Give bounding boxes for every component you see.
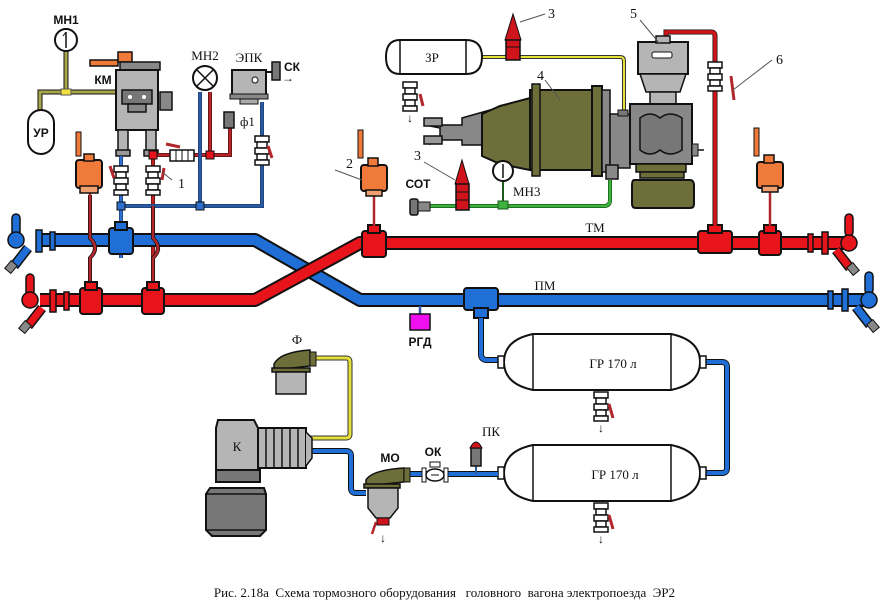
callout-6: 6 [776, 53, 783, 68]
oil-separator-label: МО [380, 451, 399, 465]
air-distributor [629, 35, 704, 209]
callout-4: 4 [537, 69, 544, 84]
safety-valve-label: ПК [482, 424, 500, 439]
tee-red-mid [361, 224, 387, 258]
brake-line-label: ТМ [585, 220, 605, 235]
figure-caption: Рис. 2.18а Схема тормозного оборудования… [0, 585, 889, 601]
filter-f1-label: ф1 [240, 114, 255, 129]
tee-red-left-2 [141, 281, 165, 315]
drain-arrow-icon: ↓ [380, 531, 386, 545]
equalizing-reservoir-label: УР [33, 126, 48, 140]
oil-separator: ↓ МО [363, 451, 411, 545]
emergency-valve-2 [357, 129, 388, 226]
feed-line-hose-coupling-left [4, 213, 56, 275]
tee-blue-left [108, 221, 134, 255]
epk-label: ЭПК [236, 50, 263, 65]
feed-line-hose-coupling-right [827, 271, 880, 334]
pressure-switch: РГД [408, 313, 432, 349]
main-reservoir-2: ГР 170 л [497, 444, 707, 502]
drain-cock-zr: ↓ [402, 81, 425, 125]
safety-valve: ПК [469, 424, 500, 474]
driver-brake-valve-label: КМ [94, 73, 111, 87]
equalizing-line [37, 28, 118, 110]
main-reservoir-1-label: ГР 170 л [589, 356, 637, 371]
cock-km-red [145, 165, 166, 196]
drain-arrow-icon: ↓ [407, 111, 413, 125]
electro-pneumatic-valve: ЭПК СК → [229, 50, 301, 105]
tee-blue-mid [463, 287, 499, 319]
tee-red-right-2 [758, 224, 782, 256]
equalizing-reservoir: УР [27, 109, 55, 155]
feed-line-label: ПМ [535, 278, 556, 293]
main-reservoir-2-label: ГР 170 л [591, 467, 639, 482]
callout-5: 5 [630, 7, 637, 22]
air-filter-label: Ф [292, 332, 302, 347]
gauge-mh1: МН1 [53, 13, 79, 52]
filter-f1: ф1 [223, 111, 255, 129]
tee-red-left-1 [79, 281, 103, 315]
emergency-valve-right [753, 127, 784, 226]
gauge-mh1-label: МН1 [53, 13, 79, 27]
air-filter: Ф [271, 332, 317, 395]
drain-cock-gr2: ↓ [593, 502, 615, 546]
whistle-label: СК [284, 60, 301, 74]
drain-arrow-icon: ↓ [598, 421, 604, 435]
brake-line-hose-coupling-left [18, 273, 70, 335]
isolating-cock-3-top [504, 12, 522, 61]
gauge-mh2: МН2 [191, 48, 219, 91]
gauge-mh3-label: МН3 [513, 184, 540, 199]
brake-cylinder-connection-label: СОТ [405, 177, 431, 191]
auxiliary-reservoir-label: ЗР [425, 50, 439, 65]
compressor-label: К [233, 439, 242, 454]
cock-km-blue [108, 165, 129, 196]
cock-6 [707, 61, 736, 101]
figure-caption-text: Рис. 2.18а Схема тормозного оборудования… [213, 585, 676, 600]
check-valve-label: ОК [425, 445, 442, 459]
callout-3a: 3 [548, 7, 555, 22]
gauge-mh3: МН3 [492, 160, 540, 199]
drain-arrow-icon: ↓ [598, 532, 604, 546]
auxiliary-reservoir: ЗР [384, 39, 484, 75]
main-reservoir-1: ГР 170 л [497, 333, 707, 391]
gauge-mh2-label: МН2 [191, 48, 218, 63]
cock-epk [254, 135, 274, 166]
pressure-switch-label: РГД [408, 335, 432, 349]
cock-horizontal [165, 142, 195, 162]
brake-cylinder [423, 83, 631, 180]
callout-3b: 3 [414, 149, 421, 164]
check-valve: ОК [421, 445, 449, 483]
end-cock-left [75, 131, 103, 196]
tee-red-right-1 [697, 224, 733, 254]
drain-cock-gr1: ↓ [593, 391, 615, 435]
whistle-arrow-icon: → [282, 71, 294, 85]
brake-cylinder-connection: СОТ [405, 177, 431, 216]
driver-brake-valve: КМ [89, 51, 173, 157]
callout-1: 1 [178, 177, 185, 192]
isolating-cock-3-bottom [454, 158, 470, 211]
brake-line-hose-coupling-right [807, 213, 860, 277]
callout-2: 2 [346, 157, 353, 172]
compressor: К [205, 419, 313, 537]
